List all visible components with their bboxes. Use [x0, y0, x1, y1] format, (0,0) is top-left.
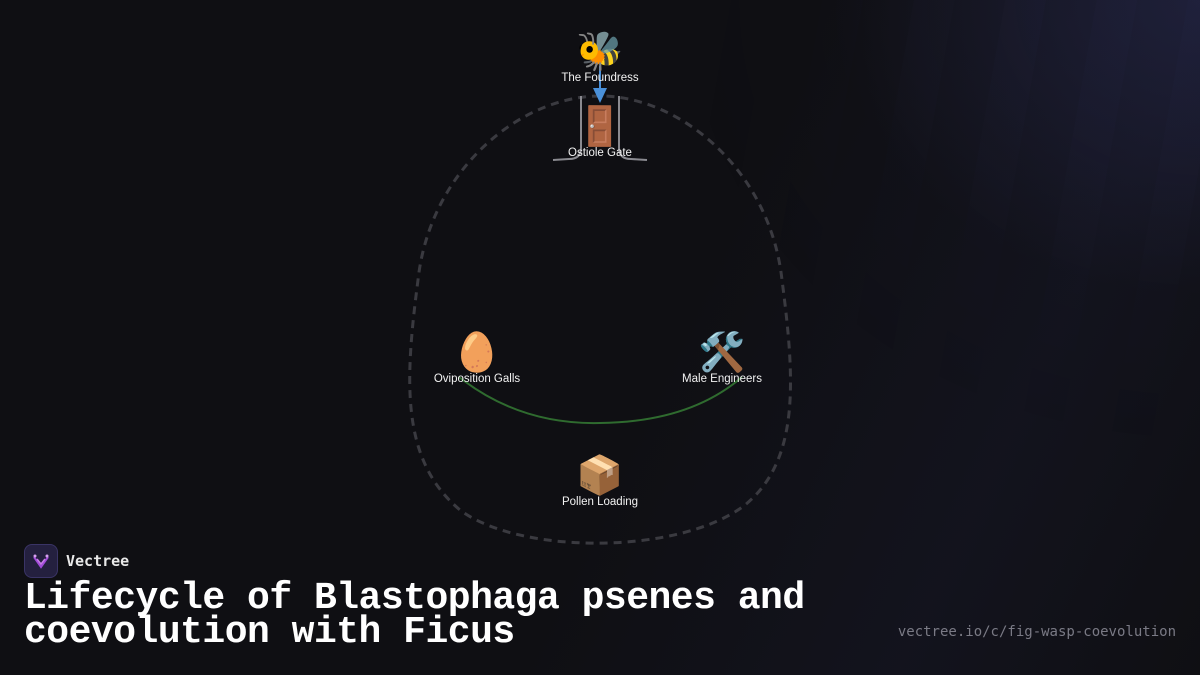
fig-outline — [408, 94, 793, 545]
node-galls: 🥚 Oviposition Galls — [397, 331, 557, 385]
package-icon: 📦 — [576, 455, 624, 497]
vectree-logo-icon — [24, 544, 58, 578]
node-males: 🛠️ Male Engineers — [642, 331, 802, 385]
brand-name: Vectree — [66, 552, 130, 570]
door-icon: 🚪 — [576, 106, 624, 148]
node-label: Ostiole Gate — [568, 147, 632, 159]
node-ostiole: 🚪 Ostiole Gate — [520, 105, 680, 159]
node-label: Oviposition Galls — [433, 373, 521, 385]
edge-arrowhead — [593, 88, 607, 103]
node-foundress: 🐝 The Foundress — [520, 30, 680, 84]
edge-galls-males — [458, 376, 743, 425]
source-url: vectree.io/c/fig-wasp-coevolution — [897, 624, 1176, 640]
bee-icon: 🐝 — [576, 31, 624, 73]
page-title: Lifecycle of Blastophaga psenes and coev… — [24, 577, 805, 654]
node-label: Pollen Loading — [561, 496, 639, 508]
ostiole-bracket-right — [618, 96, 648, 161]
brand: Vectree — [24, 544, 129, 578]
node-label: The Foundress — [561, 72, 639, 84]
egg-icon: 🥚 — [453, 332, 501, 374]
tools-icon: 🛠️ — [698, 332, 746, 374]
ostiole-bracket-left — [552, 96, 582, 161]
node-label: Male Engineers — [682, 373, 762, 385]
node-pollen: 📦 Pollen Loading — [520, 454, 680, 508]
